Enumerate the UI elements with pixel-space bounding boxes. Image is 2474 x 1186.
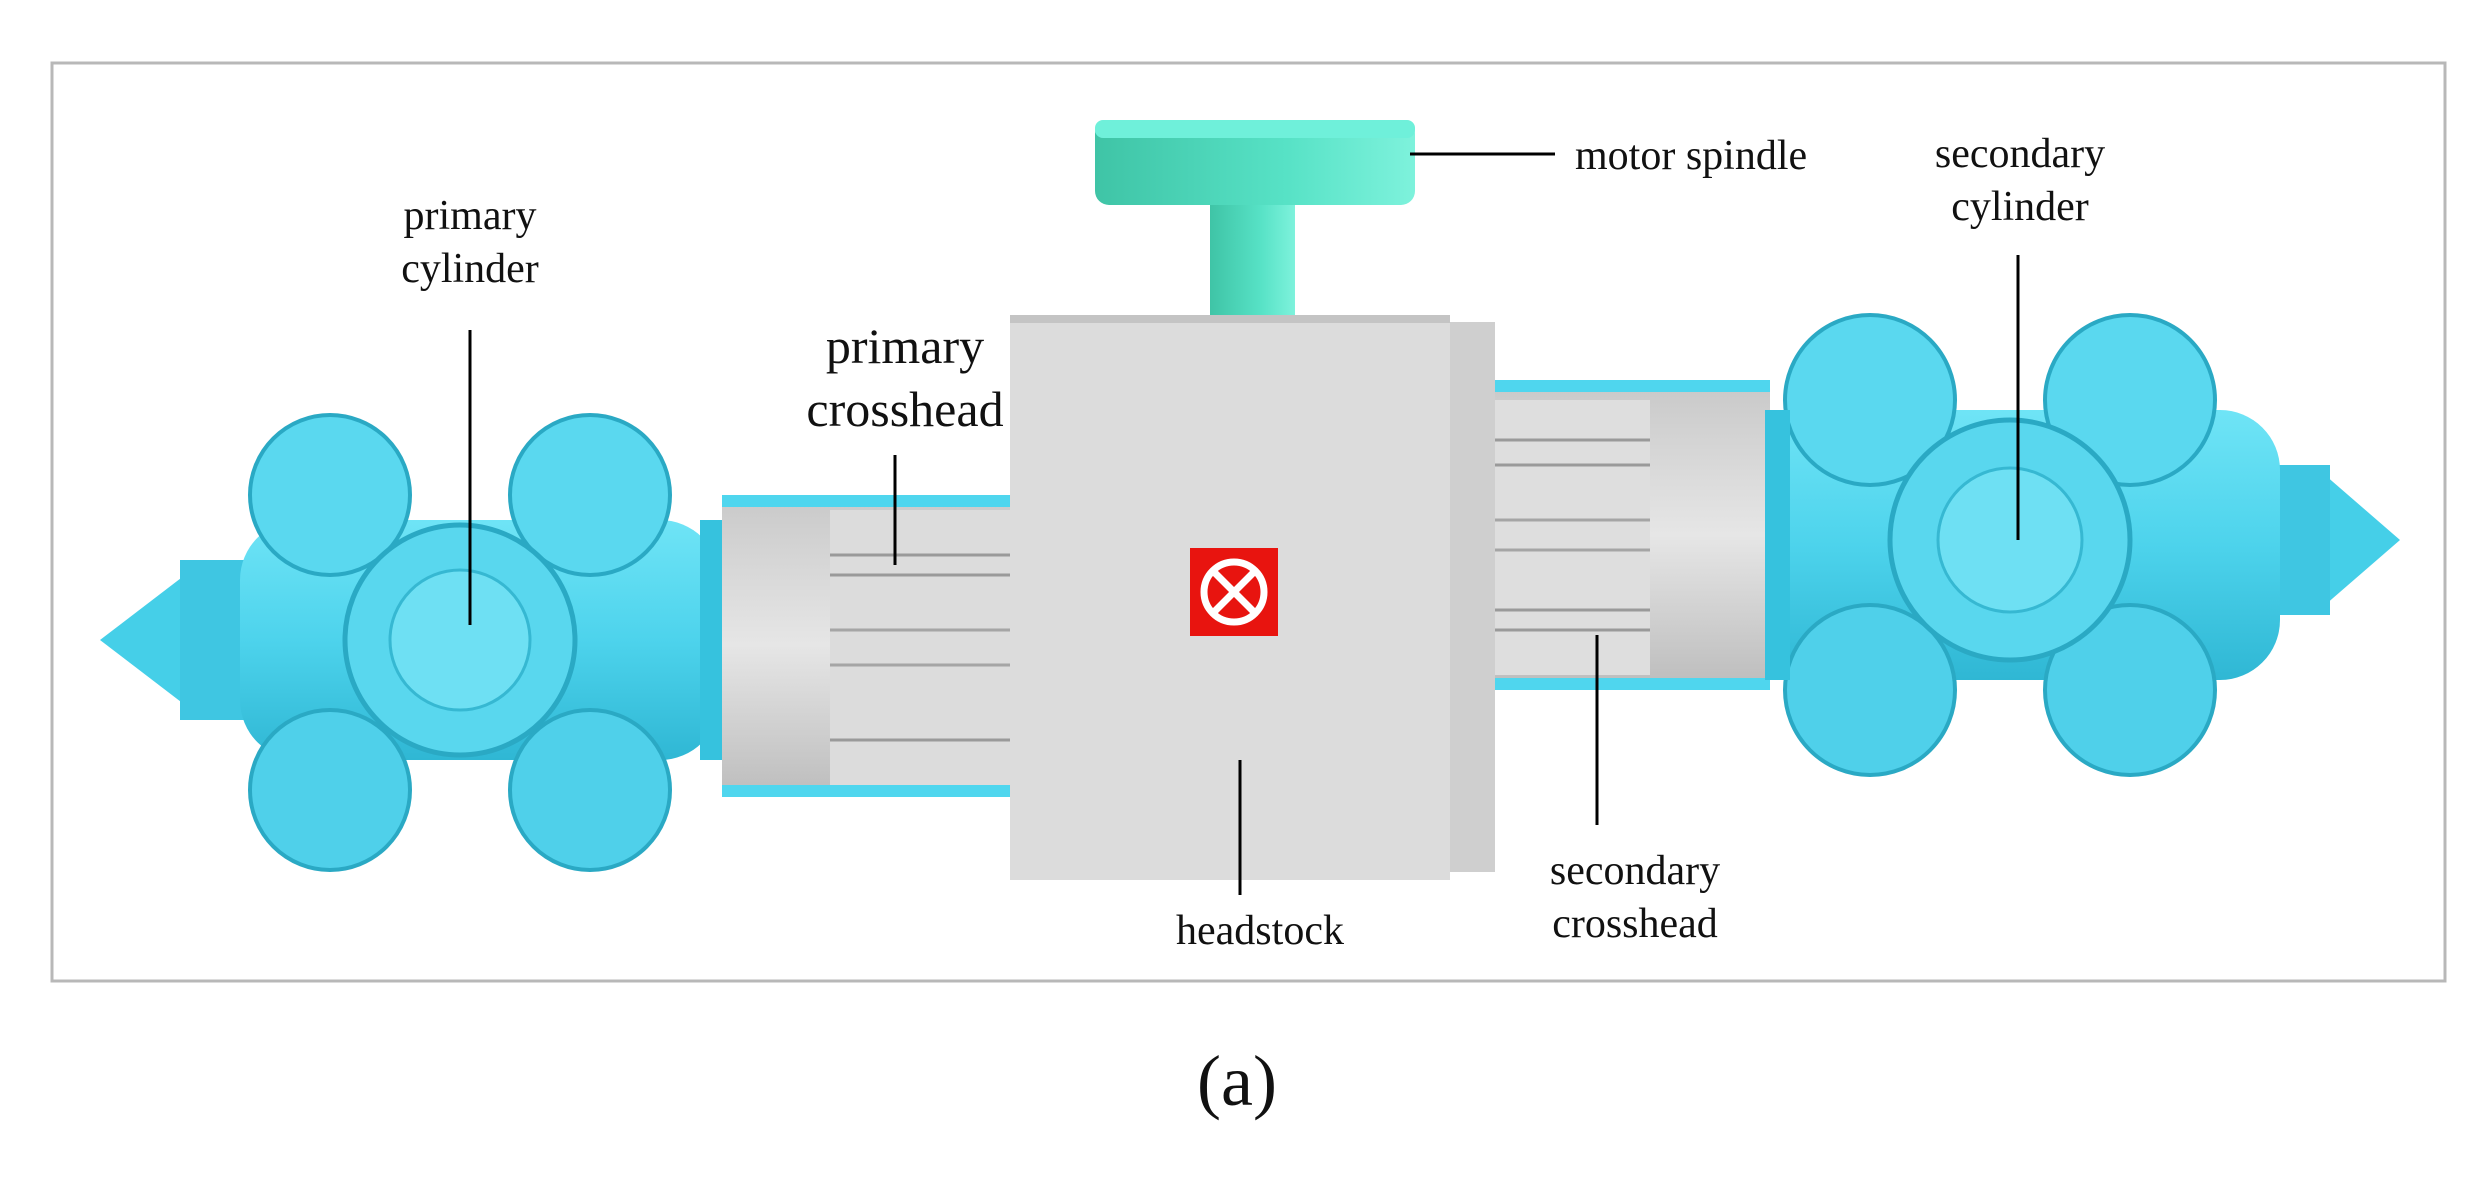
label-primary-cylinder: primary cylinder (401, 193, 539, 292)
label-headstock: headstock (1176, 908, 1344, 954)
marker-icon (1190, 548, 1278, 636)
label-primary-crosshead: primary crosshead (806, 318, 1004, 437)
label-secondary-crosshead: secondary crosshead (1549, 848, 1721, 947)
leader-lines (468, 152, 2020, 895)
figure-caption: (a) (1197, 1041, 1277, 1121)
secondary-cylinder (1765, 313, 2400, 777)
primary-cylinder (100, 413, 730, 872)
label-motor-spindle: motor spindle (1575, 133, 1808, 179)
primary-crosshead (722, 495, 1012, 797)
label-secondary-cylinder: secondary cylinder (1934, 131, 2106, 230)
motor-spindle (1095, 120, 1415, 320)
